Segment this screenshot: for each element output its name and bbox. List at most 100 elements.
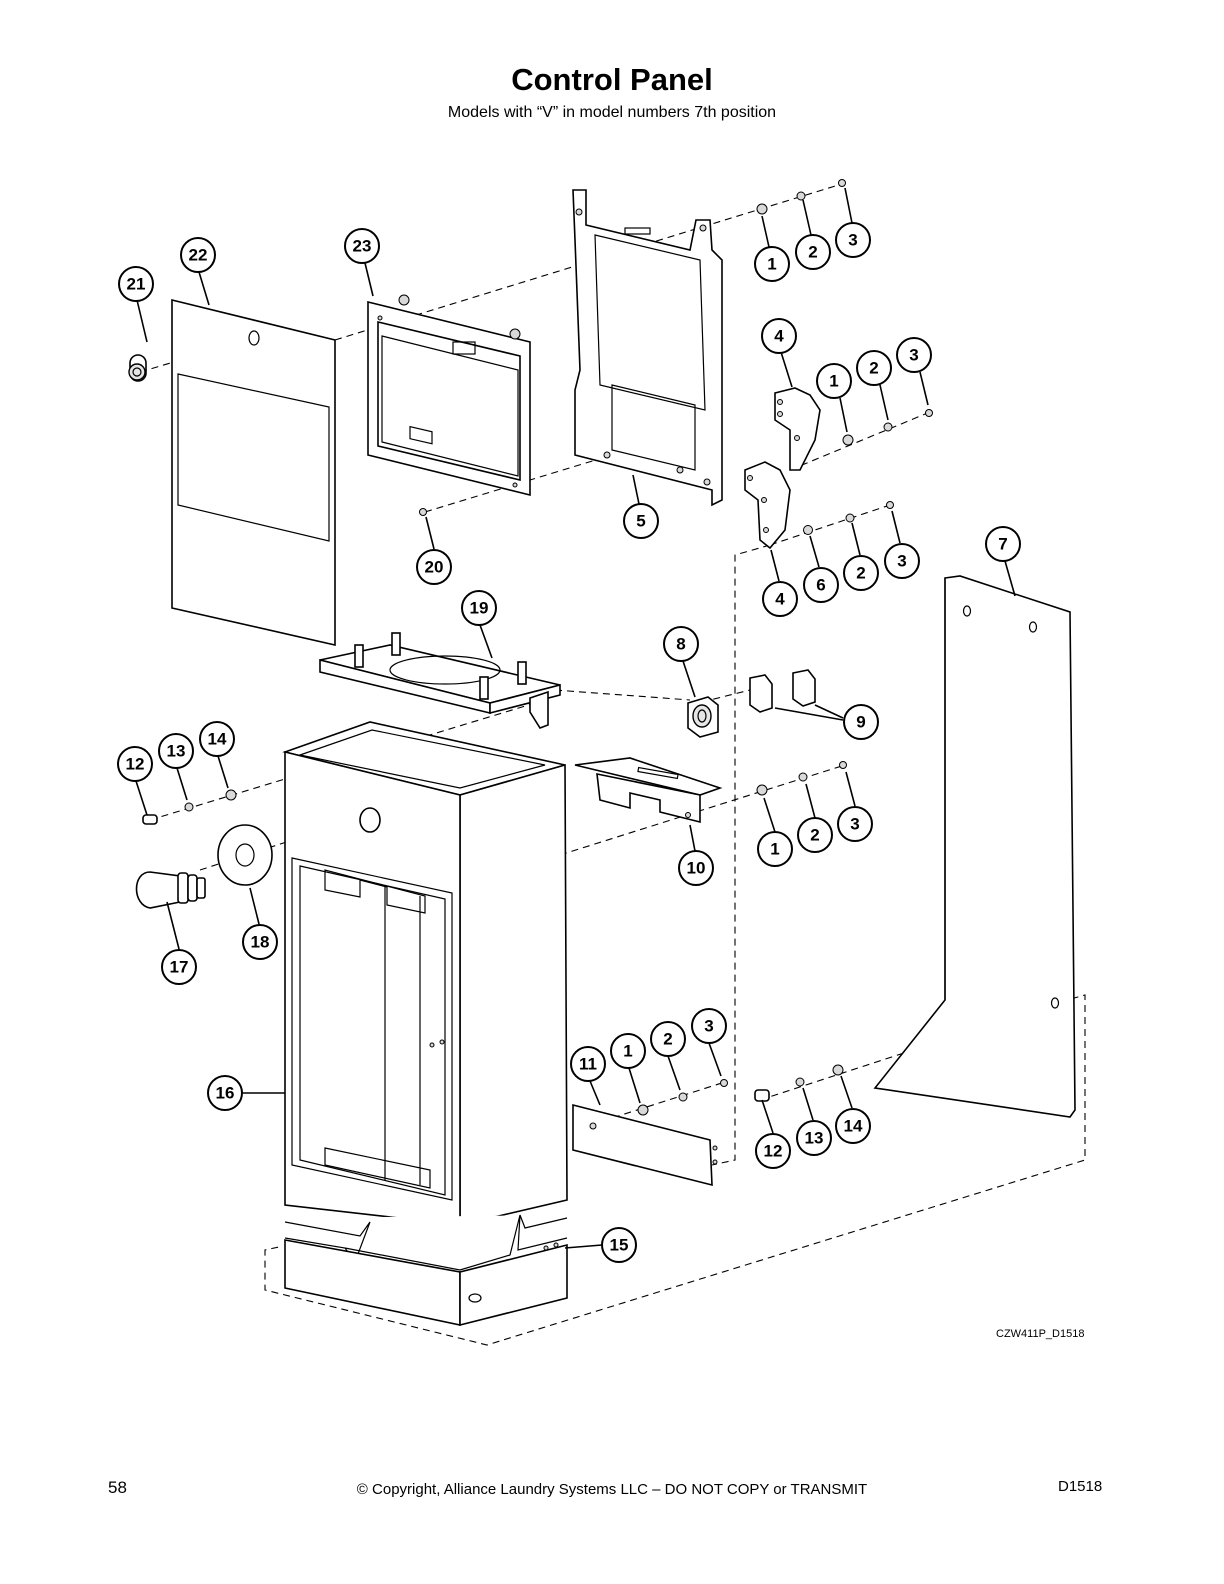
svg-text:3: 3 xyxy=(909,346,918,365)
svg-text:2: 2 xyxy=(810,826,819,845)
callout-1-lower: 1 xyxy=(610,1033,646,1069)
part-22-window-panel xyxy=(171,298,336,647)
svg-text:20: 20 xyxy=(425,558,444,577)
svg-text:6: 6 xyxy=(816,576,825,595)
callout-12-left: 12 xyxy=(117,746,153,782)
callout-18: 18 xyxy=(242,924,278,960)
page-number: 58 xyxy=(108,1478,127,1497)
svg-text:7: 7 xyxy=(998,535,1007,554)
callout-14-left: 14 xyxy=(199,721,235,757)
svg-text:12: 12 xyxy=(126,755,145,774)
svg-text:12: 12 xyxy=(764,1142,783,1161)
callout-1-top: 1 xyxy=(754,246,790,282)
callout-4-upper: 4 xyxy=(761,318,797,354)
part-19-top-plate xyxy=(319,632,561,729)
part-7-side-bracket xyxy=(873,575,1076,1118)
svg-text:4: 4 xyxy=(775,590,785,609)
svg-text:19: 19 xyxy=(470,599,489,618)
callout-3-hinge: 3 xyxy=(896,337,932,373)
svg-text:13: 13 xyxy=(167,742,186,761)
callout-11: 11 xyxy=(570,1046,606,1082)
svg-text:10: 10 xyxy=(687,859,706,878)
svg-text:1: 1 xyxy=(829,372,838,391)
part-18-bezel-ring xyxy=(217,824,273,886)
part-11-bracket-plate xyxy=(572,1103,718,1187)
svg-text:14: 14 xyxy=(844,1117,863,1136)
svg-text:22: 22 xyxy=(189,246,208,265)
callout-9: 9 xyxy=(843,704,879,740)
svg-text:2: 2 xyxy=(808,243,817,262)
callout-2-mid: 2 xyxy=(797,817,833,853)
svg-text:5: 5 xyxy=(636,512,645,531)
callout-13-left: 13 xyxy=(158,733,194,769)
part-21-lock xyxy=(128,354,147,382)
copyright-notice: © Copyright, Alliance Laundry Systems LL… xyxy=(356,1481,868,1498)
callout-19: 19 xyxy=(461,590,497,626)
callout-1-hinge: 1 xyxy=(816,363,852,399)
part-16-console-box xyxy=(280,721,575,1271)
drawing-id: CZW411P_D1518 xyxy=(996,1328,1085,1340)
svg-text:21: 21 xyxy=(127,275,146,294)
part-9-clips xyxy=(749,669,816,713)
svg-text:2: 2 xyxy=(856,564,865,583)
callout-6: 6 xyxy=(803,567,839,603)
part-17-push-button xyxy=(135,871,206,909)
callout-2-lower: 2 xyxy=(650,1021,686,1057)
part-5-mounting-bracket xyxy=(572,189,723,507)
svg-text:13: 13 xyxy=(805,1129,824,1148)
callout-3-lower: 3 xyxy=(691,1008,727,1044)
callout-1-mid: 1 xyxy=(757,831,793,867)
page-title: Control Panel xyxy=(511,62,713,97)
callout-22: 22 xyxy=(180,237,216,273)
svg-text:4: 4 xyxy=(774,327,784,346)
svg-text:2: 2 xyxy=(663,1030,672,1049)
document-code: D1518 xyxy=(1058,1478,1103,1495)
callout-17: 17 xyxy=(161,949,197,985)
svg-text:23: 23 xyxy=(353,237,372,256)
svg-text:3: 3 xyxy=(704,1017,713,1036)
part-8-grommet xyxy=(687,696,719,738)
callout-4-lower: 4 xyxy=(762,581,798,617)
svg-text:3: 3 xyxy=(848,231,857,250)
hardware xyxy=(142,179,933,1116)
svg-text:3: 3 xyxy=(850,815,859,834)
part-4-hinge-lower xyxy=(744,461,791,550)
svg-text:18: 18 xyxy=(251,933,270,952)
callout-3-top: 3 xyxy=(835,222,871,258)
part-4-hinge-upper xyxy=(774,387,821,471)
svg-text:9: 9 xyxy=(856,713,865,732)
callout-21: 21 xyxy=(118,266,154,302)
svg-text:16: 16 xyxy=(216,1084,235,1103)
callout-2-top: 2 xyxy=(795,234,831,270)
part-23-display-module xyxy=(367,294,531,497)
callout-13-right: 13 xyxy=(796,1120,832,1156)
svg-text:14: 14 xyxy=(208,730,227,749)
svg-text:3: 3 xyxy=(897,552,906,571)
callout-7: 7 xyxy=(985,526,1021,562)
svg-text:1: 1 xyxy=(770,840,779,859)
callout-3-lower-hinge: 3 xyxy=(884,543,920,579)
svg-text:11: 11 xyxy=(579,1055,597,1074)
callout-23: 23 xyxy=(344,228,380,264)
callout-2-lower-hinge: 2 xyxy=(843,555,879,591)
svg-text:17: 17 xyxy=(170,958,189,977)
callout-5: 5 xyxy=(623,503,659,539)
part-15-base-section xyxy=(284,1239,568,1327)
callout-14-right: 14 xyxy=(835,1108,871,1144)
callout-20: 20 xyxy=(416,549,452,585)
svg-text:15: 15 xyxy=(610,1236,629,1255)
callout-16: 16 xyxy=(207,1075,243,1111)
part-10-bracket xyxy=(574,757,723,824)
callout-8: 8 xyxy=(663,626,699,662)
callout-12-right: 12 xyxy=(755,1133,791,1169)
svg-text:1: 1 xyxy=(767,255,776,274)
callout-2-hinge: 2 xyxy=(856,350,892,386)
callout-3-mid: 3 xyxy=(837,806,873,842)
svg-text:2: 2 xyxy=(869,359,878,378)
svg-text:8: 8 xyxy=(676,635,685,654)
callout-15: 15 xyxy=(601,1227,637,1263)
leader-arrows xyxy=(135,187,1016,1249)
svg-text:1: 1 xyxy=(623,1042,632,1061)
page-subtitle: Models with “V” in model numbers 7th pos… xyxy=(447,104,777,121)
